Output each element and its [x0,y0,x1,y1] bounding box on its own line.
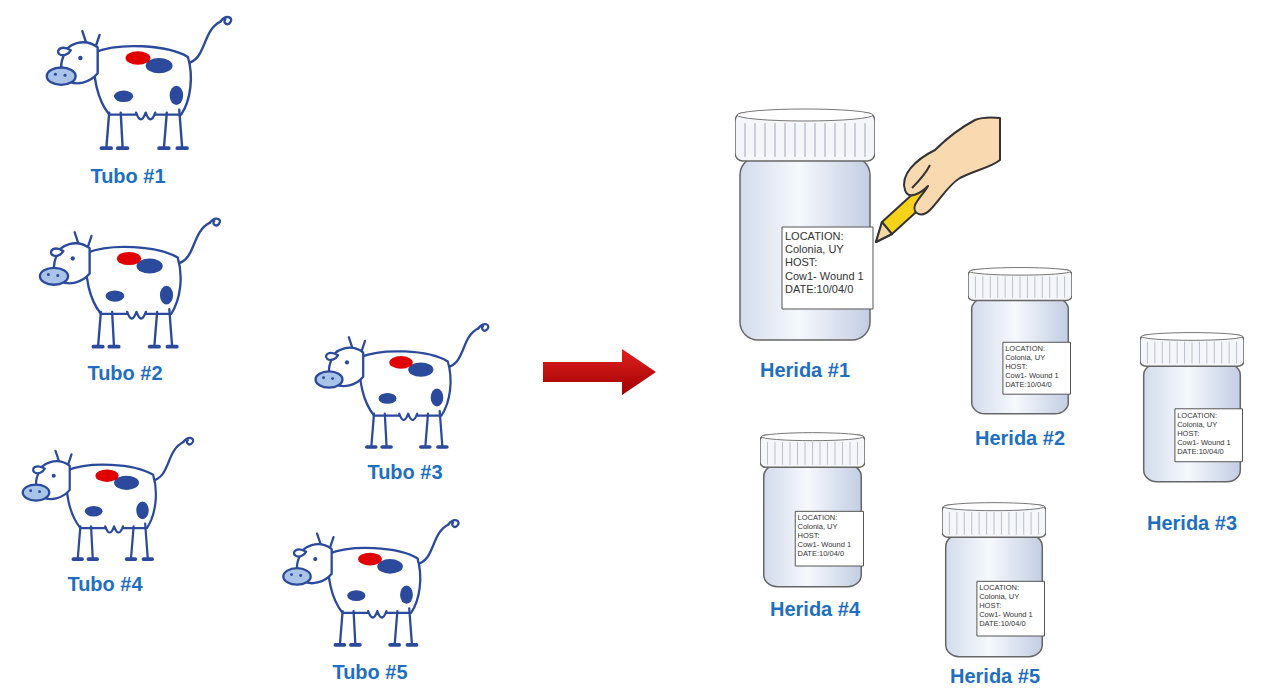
jar-label-text: DATE:10/04/0 [1177,447,1224,456]
jar-label-text: LOCATION: [979,583,1019,592]
jar-label-text: Cow1- Wound 1 [798,540,852,549]
wound-label: Herida #3 [1147,511,1237,535]
tube-label: Tubo #3 [367,460,442,484]
jar-label-text: DATE:10/04/0 [798,549,845,558]
jar-label-text: Colonia, UY [798,522,838,531]
tube-label: Tubo #1 [90,164,165,188]
wound-label: Herida #2 [975,426,1065,450]
jar-label-text: Colonia, UY [1177,420,1217,429]
jar-label-text: DATE:10/04/0 [785,283,853,296]
jar-label-text: LOCATION: [785,230,843,243]
jar-label-text: Colonia, UY [785,243,844,256]
wound-label: Herida #5 [950,664,1040,688]
jar-label-text: LOCATION: [1177,411,1217,420]
jar-label-text: DATE:10/04/0 [1005,380,1052,389]
jar-label-text: DATE:10/04/0 [979,619,1026,628]
jar-label-text: Cow1- Wound 1 [979,610,1033,619]
tube-label: Tubo #5 [332,660,407,684]
jar-label-text: HOST: [1005,362,1027,371]
jar-label-text: Colonia, UY [1005,353,1045,362]
jar-label-text: Cow1- Wound 1 [785,270,864,283]
wound-label: Herida #4 [770,597,860,621]
jar-label-text: Cow1- Wound 1 [1005,371,1059,380]
jar-label-text: Cow1- Wound 1 [1177,438,1231,447]
jar-label-text: HOST: [785,256,817,269]
wound-label: Herida #1 [760,358,850,382]
tube-label: Tubo #2 [87,361,162,385]
tube-label: Tubo #4 [67,572,142,596]
jar-label-text: Colonia, UY [979,592,1019,601]
jar-label-text: LOCATION: [798,513,838,522]
jar-label-text: LOCATION: [1005,344,1045,353]
jar-label-text: HOST: [979,601,1001,610]
jar-label-text: HOST: [798,531,820,540]
jar-label-text: HOST: [1177,429,1199,438]
